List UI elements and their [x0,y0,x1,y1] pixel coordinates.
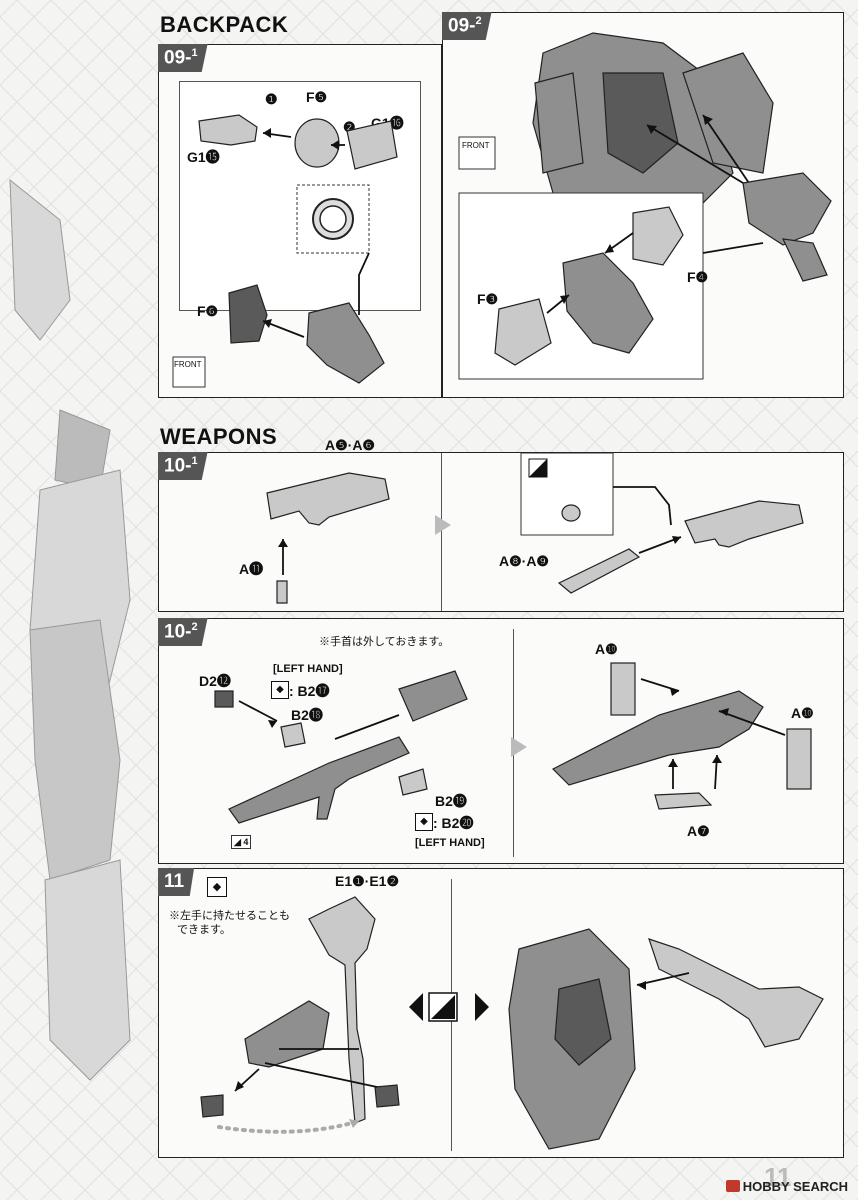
part-f5 [294,118,340,168]
label-f6: F❻ [197,303,219,319]
swap-icon-bottom: ◆ [415,813,433,831]
label-a11: A⓫ [239,561,264,577]
label-b2-18: B2⓲ [291,707,323,723]
axe-mounted [648,938,824,1048]
part-a7 [654,792,713,810]
watermark-logo-icon [725,1180,740,1192]
step-10-1-tag: 10-1 [158,452,208,481]
part-b2-19 [398,768,428,796]
swap-icon-top: ◆ [271,681,289,699]
label-b2-20: : B2⓴ [433,815,474,831]
long-rifle-body [228,736,410,824]
weapons-title: WEAPONS [160,424,278,449]
step-11-panel: 11 ◆ ※左手に持たせることも できます。 E1❶·E1❷ [158,868,844,1158]
part-f4 [632,206,684,266]
rifle-scope [398,670,468,722]
rifle-body-a5-a6 [266,472,390,526]
rifle-barrel-a8-a9 [557,548,641,594]
part-f3 [494,298,552,366]
swap-hand-icon: ◆ [207,877,227,897]
label-d2-12: D2⓬ [199,673,231,689]
backpack-thruster [306,302,385,384]
left-hand-note-line2: できます。 [177,924,231,936]
hand-removal-note: ※手首は外しておきます。 [319,636,450,648]
assembled-backpack [742,172,832,246]
part-d2-12 [214,690,234,708]
label-a5-a6: A❺·A❻ [325,437,375,453]
long-rifle-assembled [551,690,764,786]
step-09-1-panel: 09-1 ❶ F❺ ❷ G1⓰ G1⓯ F❻ FRONT [158,44,442,398]
hobby-search-watermark: HOBBY SEARCH [725,1179,848,1194]
label-b2-19: B2⓳ [435,793,467,809]
step-11-tag: 11 [158,868,195,896]
part-g1-16 [346,120,398,170]
step-10-1-panel: 10-1 A❺·A❻ A⓫ A❹ A❽·A❾ [158,437,844,612]
label-g1-15: G1⓯ [187,149,220,165]
left-hand-note-line1: ※左手に持たせることも [169,910,290,922]
part-a10-left-piece [610,662,636,716]
label-a10-left: A❿ [595,641,618,657]
front-indicator-09-1: FRONT [174,360,202,369]
step-10-1-divider [441,453,443,611]
front-indicator-09-2: FRONT [462,141,490,150]
long-rifle-diagram [214,662,812,824]
part-a10-right-piece [786,728,812,790]
axe-diagram [200,896,824,1150]
step-09-2-panel: 09-2 FRONT F❸ F❹ [442,12,844,398]
backpack-core [562,252,654,354]
part-count-badge: ◢ 4 [231,835,252,849]
label-a8-a9: A❽·A❾ [499,553,549,569]
part-g1-15 [198,114,258,146]
left-hand-label-top: [LEFT HAND] [273,663,343,675]
backpack-title: BACKPACK [160,12,289,37]
label-f4: F❹ [687,269,709,285]
step-09-1-tag: 09-1 [158,44,208,73]
part-b2-18 [280,722,306,748]
robot-back-diagram [458,32,832,380]
step-09-2-tag: 09-2 [442,12,492,41]
step-10-2-tag: 10-2 [158,618,208,647]
axe-e1 [308,896,376,1124]
rifle-body-right [684,500,804,548]
background-robot-sketch [9,178,131,1081]
step-10-2-panel: 10-2 ※手首は外しておきます。 [LEFT HAND] D2⓬ ◆ : B2… [158,618,844,864]
part-a4 [561,504,581,522]
backpack-parts-diagram [172,114,398,388]
rifle-assembly-diagram [266,453,804,604]
left-hand-label-bottom: [LEFT HAND] [415,837,485,849]
label-a10-right: A❿ [791,705,814,721]
hand-frame [244,1000,330,1068]
label-f3: F❸ [477,291,499,307]
hand-piece-left [200,1094,224,1118]
part-a11 [276,580,288,604]
label-f5: F❺ [306,89,328,105]
label-a7: A❼ [687,823,710,839]
part-f6 [228,284,268,344]
page-number: 11 [764,1162,792,1192]
hand-piece-right [374,1084,400,1108]
label-b2-17: : B2⓱ [289,683,330,699]
label-e1: E1❶·E1❷ [335,873,400,889]
order-1-marker: ❶ [265,91,278,107]
